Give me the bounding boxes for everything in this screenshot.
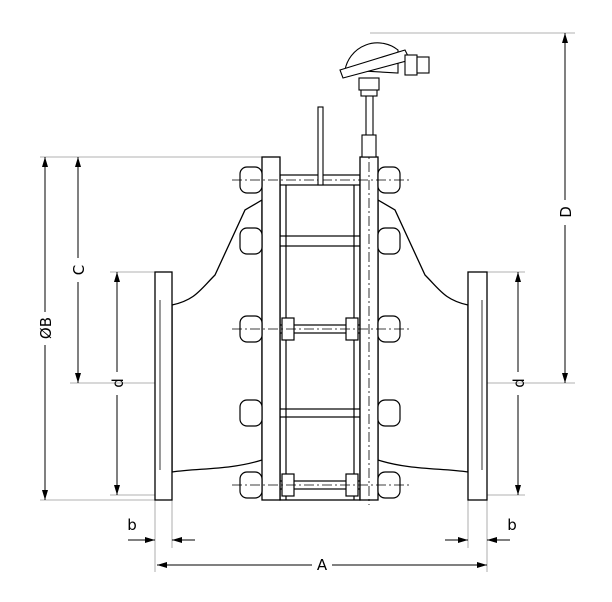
dimension-label-B: ØB: [37, 317, 55, 339]
left-end-flange: [154, 271, 173, 501]
dimension-label-d-left: d: [109, 378, 127, 388]
dimension-label-b-left: b: [127, 516, 137, 534]
dimension-label-D: D: [557, 206, 575, 218]
valve-body: [154, 179, 488, 501]
centerlines: [232, 90, 410, 505]
temperature-sensor: [339, 42, 430, 158]
dimension-label-C: C: [70, 265, 88, 275]
dimension-lines: [42, 33, 568, 568]
right-end-flange: [467, 271, 488, 501]
dimension-label-d-right: d: [510, 378, 528, 388]
rod: [317, 106, 324, 186]
dimension-label-A: A: [317, 556, 328, 574]
dimension-label-b-right: b: [507, 516, 517, 534]
